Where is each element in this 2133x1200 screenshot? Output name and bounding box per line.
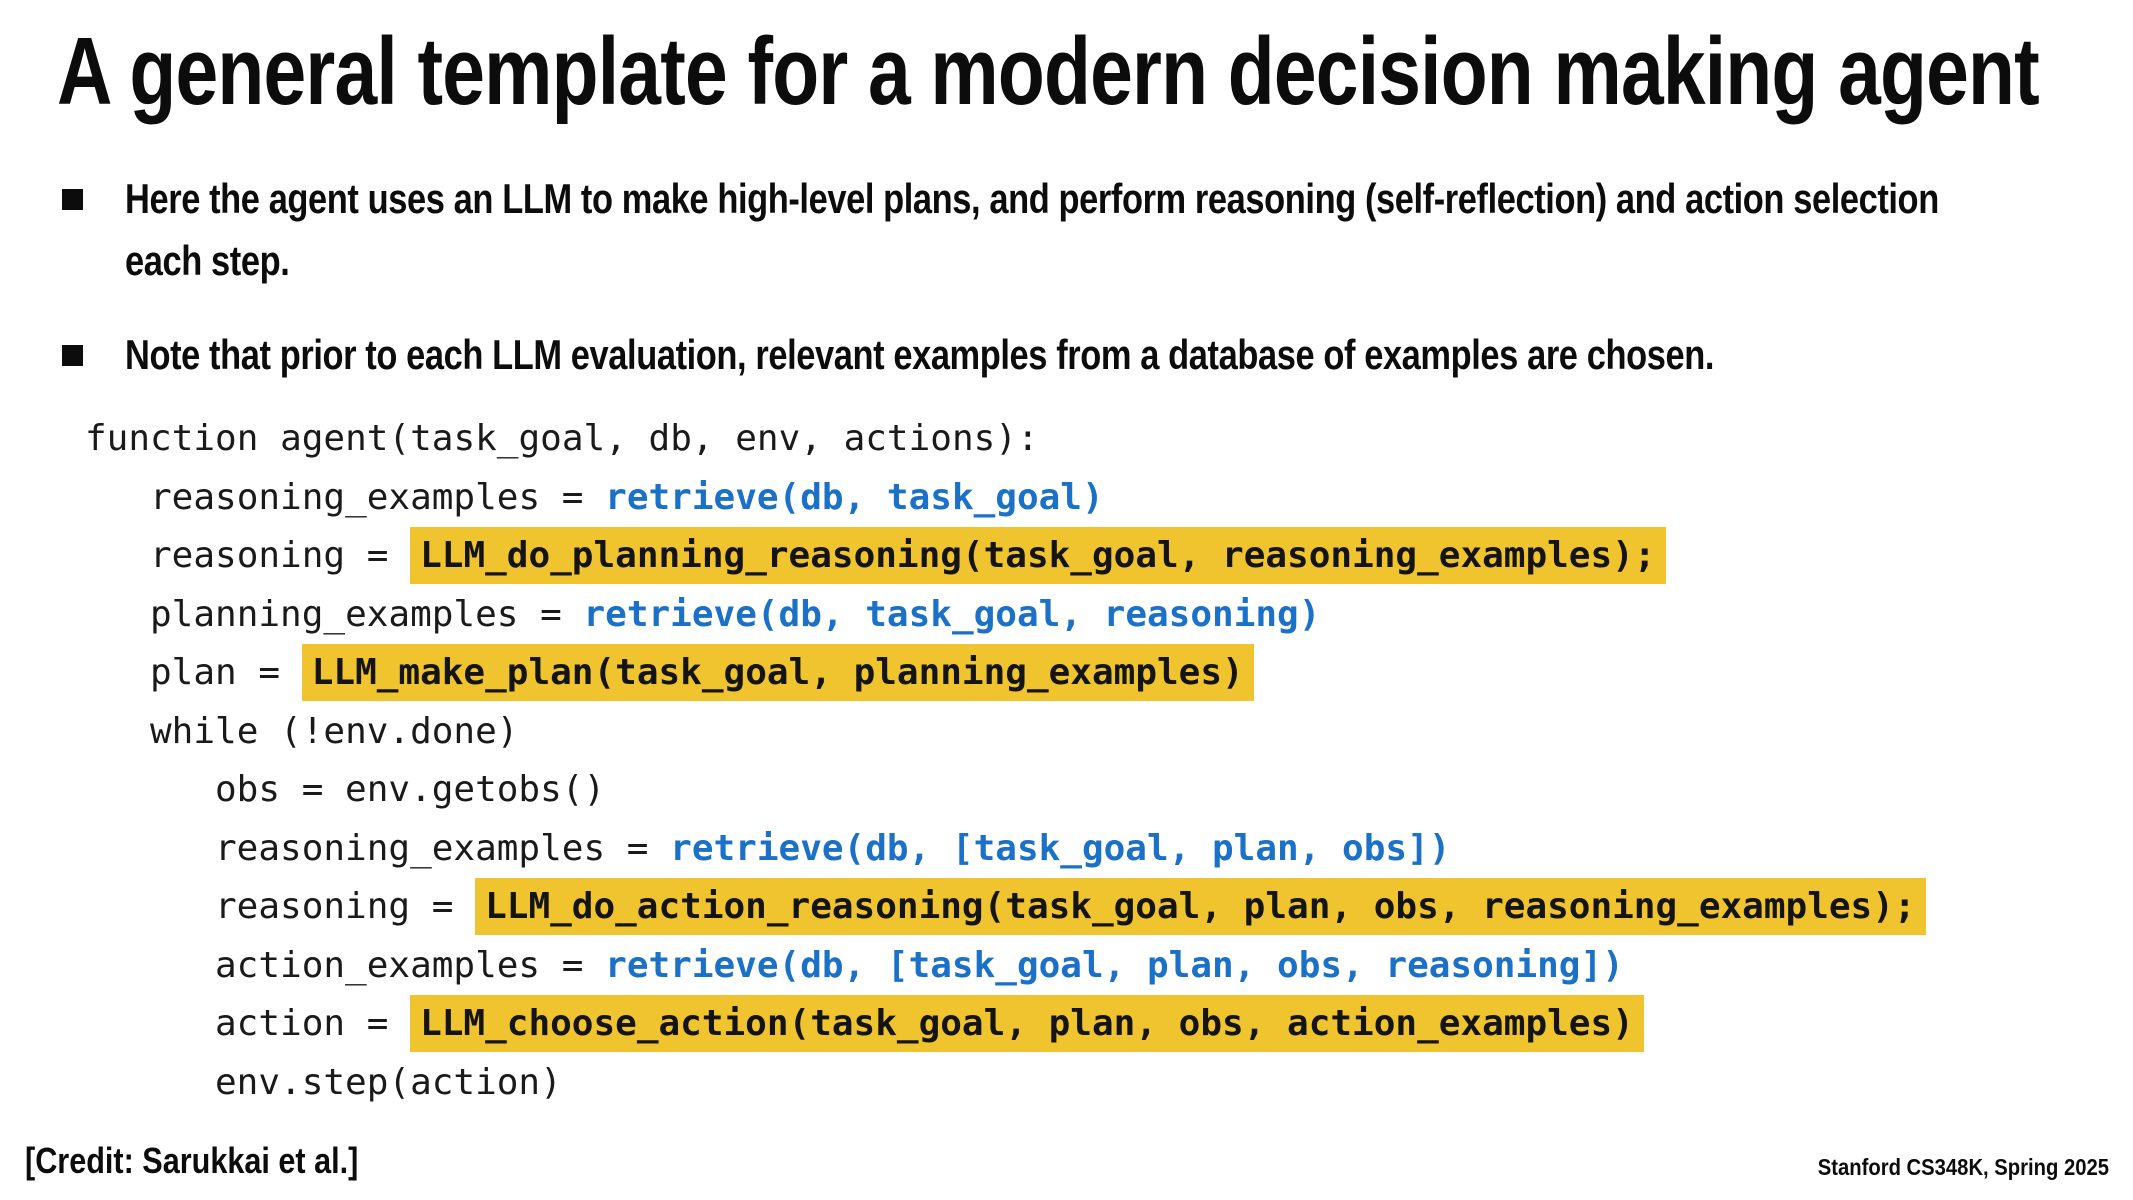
credit-label: [Credit: Sarukkai et al.] (25, 1140, 359, 1181)
code-segment-plain: planning_examples = (150, 593, 584, 635)
code-line: function agent(task_goal, db, env, actio… (85, 410, 1926, 469)
code-segment-plain: reasoning_examples = (150, 476, 606, 518)
code-segment-highlight: LLM_choose_action(task_goal, plan, obs, … (410, 995, 1644, 1052)
code-segment-highlight: LLM_make_plan(task_goal, planning_exampl… (301, 644, 1254, 701)
code-line: action = LLM_choose_action(task_goal, pl… (85, 995, 1926, 1054)
page-title: A general template for a modern decision… (57, 18, 2040, 125)
square-bullet-icon (62, 345, 83, 366)
code-segment-blue: retrieve(db, task_goal) (605, 476, 1104, 518)
bullet-text: Note that prior to each LLM evaluation, … (125, 331, 1714, 378)
code-segment-plain: plan = (150, 652, 302, 693)
code-segment-plain: env.step(action) (215, 1061, 562, 1103)
code-segment-plain: reasoning = (215, 886, 476, 927)
code-line: plan = LLM_make_plan(task_goal, planning… (85, 644, 1926, 703)
code-line: while (!env.done) (85, 703, 1926, 762)
bullet-text: Here the agent uses an LLM to make high-… (125, 175, 1939, 284)
code-segment-blue: retrieve(db, [task_goal, plan, obs, reas… (605, 944, 1624, 986)
code-line: env.step(action) (85, 1054, 1926, 1113)
code-segment-plain: action = (215, 1003, 411, 1044)
code-line: reasoning_examples = retrieve(db, [task_… (85, 820, 1926, 879)
code-segment-plain: action_examples = (215, 944, 606, 986)
bullet-list: Here the agent uses an LLM to make high-… (62, 168, 2133, 386)
course-footer-label: Stanford CS348K, Spring 2025 (1817, 1154, 2109, 1180)
bullet-item: Note that prior to each LLM evaluation, … (62, 324, 2133, 386)
code-segment-plain: reasoning = (150, 535, 411, 576)
code-segment-highlight: LLM_do_action_reasoning(task_goal, plan,… (475, 878, 1926, 935)
code-line: planning_examples = retrieve(db, task_go… (85, 586, 1926, 645)
code-line: obs = env.getobs() (85, 761, 1926, 820)
code-segment-plain: function agent(task_goal, db, env, actio… (85, 418, 1039, 459)
code-line: reasoning = LLM_do_action_reasoning(task… (85, 878, 1926, 937)
code-block: function agent(task_goal, db, env, actio… (85, 410, 1926, 1112)
bullet-item: Here the agent uses an LLM to make high-… (62, 168, 2133, 292)
code-line: action_examples = retrieve(db, [task_goa… (85, 937, 1926, 996)
code-segment-plain: while (!env.done) (150, 710, 519, 752)
code-segment-highlight: LLM_do_planning_reasoning(task_goal, rea… (410, 527, 1666, 584)
square-bullet-icon (62, 189, 83, 210)
code-segment-plain: reasoning_examples = (215, 827, 671, 869)
code-line: reasoning_examples = retrieve(db, task_g… (85, 469, 1926, 528)
code-segment-blue: retrieve(db, [task_goal, plan, obs]) (670, 827, 1451, 869)
code-segment-plain: obs = env.getobs() (215, 769, 606, 810)
code-segment-blue: retrieve(db, task_goal, reasoning) (583, 593, 1321, 635)
code-line: reasoning = LLM_do_planning_reasoning(ta… (85, 527, 1926, 586)
